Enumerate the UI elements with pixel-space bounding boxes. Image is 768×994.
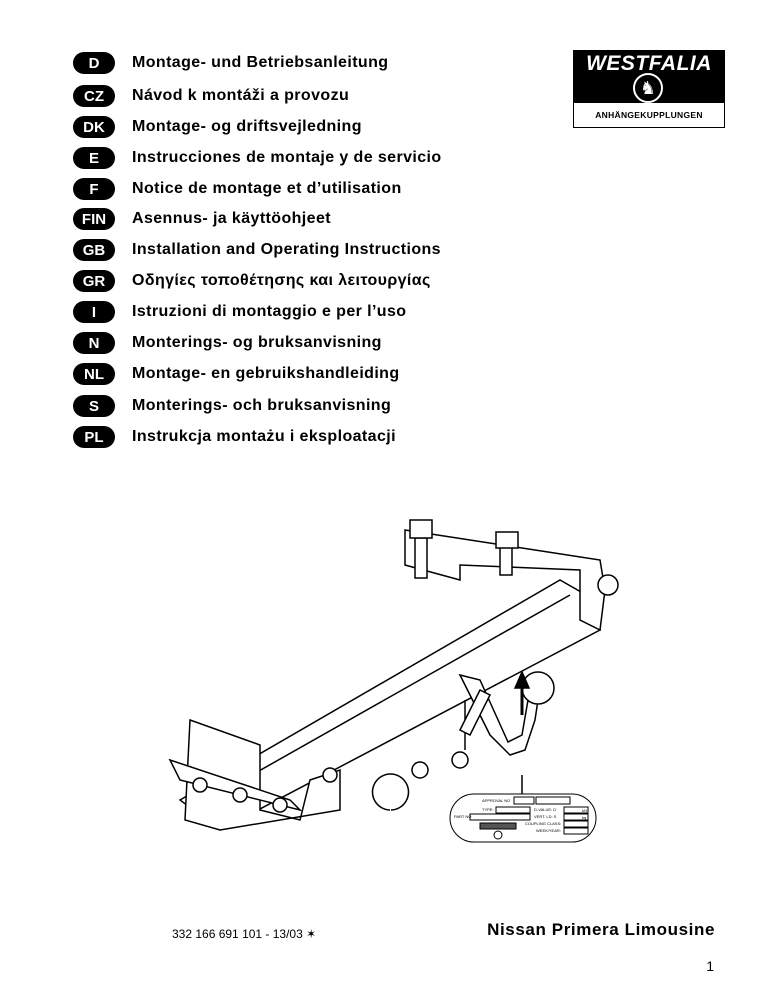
language-code-badge: FIN — [73, 208, 115, 230]
language-row: CZ Návod k montáži a provozu — [73, 84, 349, 108]
language-title: Installation and Operating Instructions — [132, 241, 441, 258]
document-number: 332 166 691 101 - 13/03 ✶ — [172, 927, 317, 941]
plate-dvalue-label: D-VALUE: D — [534, 807, 556, 812]
vehicle-model: Nissan Primera Limousine — [487, 920, 715, 939]
plate-week-label: WEEK/YEAR: — [536, 828, 561, 833]
language-title: Οδηγίες τοποθέτησης και λειτουργίας — [132, 272, 431, 289]
language-row: I Istruzioni di montaggio e per l’uso — [73, 300, 406, 324]
plate-type-label: TYPE: — [482, 807, 494, 812]
language-row: FIN Asennus- ja käyttöohjeet — [73, 207, 331, 231]
language-row: GR Οδηγίες τοποθέτησης και λειτουργίας — [73, 269, 431, 293]
language-title: Montage- en gebruikshandleiding — [132, 365, 400, 382]
language-code-badge: PL — [73, 426, 115, 448]
language-title: Monterings- og bruksanvisning — [132, 334, 382, 351]
language-title: Monterings- och bruksanvisning — [132, 397, 392, 414]
language-title: Montage- og driftsvejledning — [132, 118, 362, 135]
language-title: Instrukcja montażu i eksploatacji — [132, 428, 396, 445]
plate-part-label: PART NO — [454, 814, 471, 819]
language-title: Istruzioni di montaggio e per l’uso — [132, 303, 407, 320]
language-code-badge: D — [73, 52, 115, 74]
plate-kg: kg — [582, 815, 586, 820]
language-code-badge: DK — [73, 116, 115, 138]
language-row: GB Installation and Operating Instruction… — [73, 238, 441, 262]
language-row: NL Montage- en gebruikshandleiding — [73, 362, 400, 386]
language-code-badge: GR — [73, 270, 115, 292]
plate-vert-label: VERT. LD: S — [534, 814, 557, 819]
type-plate: APPROVAL NO TYPE: PART NO D-VALUE: D VER… — [449, 793, 597, 843]
horse-emblem-icon: ♞ — [633, 73, 663, 103]
language-code-badge: N — [73, 332, 115, 354]
logo-subtitle: ANHÄNGEKUPPLUNGEN — [574, 103, 724, 127]
language-code-badge: F — [73, 178, 115, 200]
language-row: DK Montage- og driftsvejledning — [73, 115, 362, 139]
language-title: Asennus- ja käyttöohjeet — [132, 210, 331, 227]
language-code-badge: NL — [73, 363, 115, 385]
plate-coupling-label: COUPLING CLASS: — [525, 821, 561, 826]
towbar-illustration — [168, 519, 619, 831]
language-code-badge: CZ — [73, 85, 115, 107]
plate-kn: kN — [582, 808, 587, 813]
language-title: Notice de montage et d’utilisation — [132, 180, 402, 197]
right-bracket — [404, 529, 606, 632]
language-row: N Monterings- og bruksanvisning — [73, 331, 382, 355]
language-title: Návod k montáži a provozu — [132, 87, 350, 104]
language-row: S Monterings- och bruksanvisning — [73, 394, 391, 418]
language-code-badge: I — [73, 301, 115, 323]
language-title: Instrucciones de montaje y de servicio — [132, 149, 442, 166]
plate-approval-label: APPROVAL NO — [482, 798, 510, 803]
page-number: 1 — [706, 958, 714, 974]
language-row: D Montage- und Betriebsanleitung — [73, 51, 388, 75]
language-title: Montage- und Betriebsanleitung — [132, 54, 389, 71]
language-row: F Notice de montage et d’utilisation — [73, 177, 402, 201]
language-row: E Instrucciones de montaje y de servicio — [73, 146, 442, 170]
language-code-badge: GB — [73, 239, 115, 261]
language-code-badge: E — [73, 147, 115, 169]
language-row: PL Instrukcja montażu i eksploatacji — [73, 425, 396, 449]
language-code-badge: S — [73, 395, 115, 417]
